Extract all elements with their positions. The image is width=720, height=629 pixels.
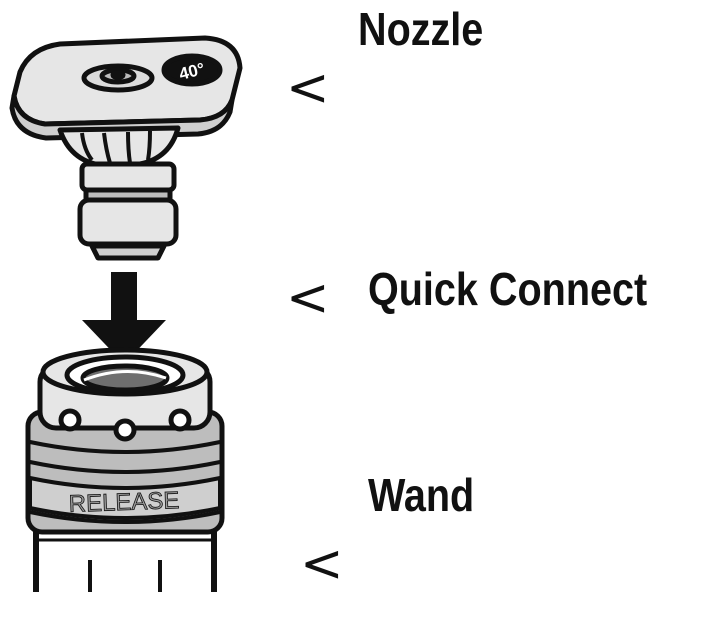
quick-connect-illustration xyxy=(25,347,225,592)
label-quick-connect: Quick Connect xyxy=(368,263,648,315)
release-collar-marking: RELEASE xyxy=(68,487,180,518)
insert-arrow xyxy=(82,272,166,364)
pointer-quick-connect: < xyxy=(286,268,330,328)
pointer-wand: < xyxy=(300,534,344,594)
pointer-nozzle: < xyxy=(286,58,330,118)
label-nozzle: Nozzle xyxy=(358,3,484,55)
label-wand: Wand xyxy=(368,469,475,521)
nozzle-illustration xyxy=(9,35,243,261)
